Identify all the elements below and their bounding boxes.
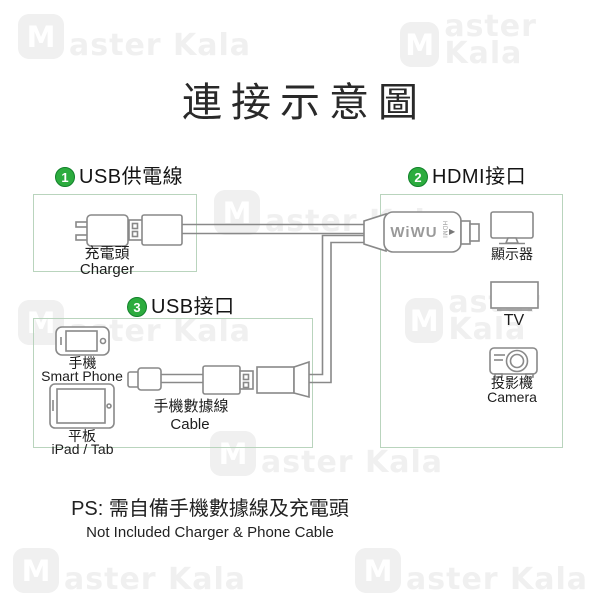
- projector-label-zh: 投影機: [491, 375, 533, 391]
- section-2-badge: 2: [408, 167, 428, 187]
- usb-cable-plug-icon: [202, 365, 254, 395]
- section-1-badge: 1: [55, 167, 75, 187]
- section-2-label: HDMI接口: [432, 166, 527, 188]
- tv-label: TV: [503, 312, 525, 329]
- section-1-label: USB供電線: [79, 166, 184, 188]
- hdmi-port-mark: HDMI: [441, 221, 447, 239]
- monitor-icon: [490, 211, 534, 245]
- footnote-line-1: PS: 需自備手機數據線及充電頭: [71, 498, 349, 520]
- wiwu-brand-label: WiWU: [390, 224, 438, 241]
- usb-receptacle-icon: [256, 360, 310, 399]
- phone-label-zh: 手機: [68, 355, 97, 371]
- lightning-connector-icon: [127, 367, 162, 391]
- usb-power-plug-icon: [128, 214, 183, 246]
- smartphone-icon: [55, 326, 110, 356]
- monitor-label: 顯示器: [491, 246, 533, 262]
- section-3-badge: 3: [127, 297, 147, 317]
- phone-label-en: Smart Phone: [41, 368, 123, 384]
- tablet-label-en: iPad / Tab: [51, 441, 114, 457]
- projector-icon: [489, 347, 538, 378]
- section-3-label: USB接口: [151, 296, 235, 318]
- hdmi-section-box: [380, 194, 563, 448]
- phone-cable-line: [161, 373, 203, 384]
- cable-label-zh: 手機數據線: [153, 398, 229, 415]
- charger-label-en: Charger: [79, 261, 135, 278]
- page-title: 連接示意圖: [182, 81, 427, 125]
- data-cable-line: [308, 234, 368, 384]
- tv-icon: [490, 281, 539, 311]
- tablet-icon: [49, 383, 115, 429]
- footnote: PS: 需自備手機數據線及充電頭 Not Included Charger & …: [55, 492, 365, 541]
- tablet-label-zh: 平板: [68, 428, 96, 444]
- hdmi-arrow-icon: ▶: [449, 227, 456, 236]
- power-cable-line: [181, 223, 368, 235]
- footnote-line-2: Not Included Charger & Phone Cable: [86, 524, 334, 541]
- projector-label-en: Camera: [487, 389, 537, 405]
- cable-label-en: Cable: [170, 416, 210, 433]
- charger-label-zh: 充電頭: [84, 245, 130, 262]
- charger-icon: [75, 214, 129, 247]
- hdmi-plug-icon: [460, 220, 480, 245]
